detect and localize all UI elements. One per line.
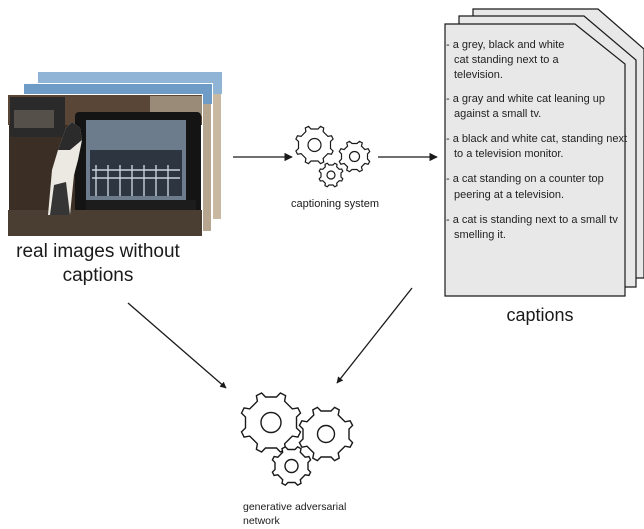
caption-item: a cat is standing next to a small tv sme… — [446, 213, 624, 243]
caption-item: a gray and white cat leaning up against … — [446, 92, 634, 122]
captioning-system-gears — [295, 125, 371, 188]
photo-stack-icon — [7, 71, 223, 237]
gear-hole — [284, 458, 299, 474]
caption-list: a grey, black and white cat standing nex… — [446, 38, 630, 243]
caption-item: a cat standing on a counter top peering … — [446, 172, 632, 202]
gear-hole — [348, 150, 361, 163]
caption-item: a grey, black and white cat standing nex… — [446, 38, 578, 84]
gan-label: generative adversarial network — [243, 501, 347, 527]
gear-hole — [260, 411, 282, 434]
arrows — [127, 152, 438, 389]
gear-hole — [316, 424, 336, 444]
real-images-label: real images without captions — [16, 241, 180, 286]
captions-label: captions — [506, 305, 574, 325]
gan-gears — [240, 392, 354, 486]
photo-front — [7, 94, 203, 237]
arrow-captions-to-gan — [336, 287, 413, 384]
gear-hole — [326, 170, 336, 180]
gear-hole — [307, 137, 322, 153]
captioning-system-label: captioning system — [290, 198, 380, 210]
caption-item: a black and white cat, standing next to … — [446, 132, 632, 162]
arrow-images-to-gan — [127, 302, 227, 389]
